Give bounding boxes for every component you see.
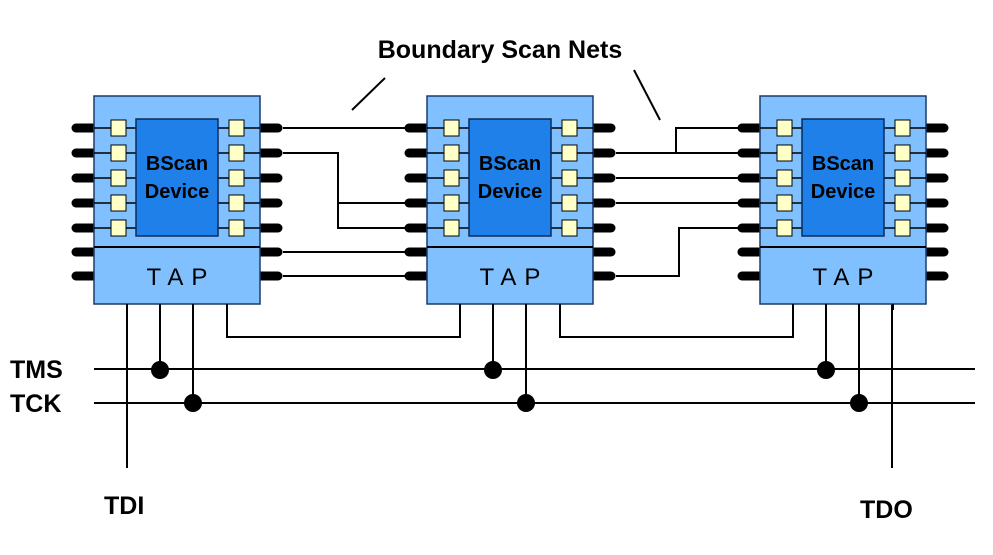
boundary-cell-left [776,194,793,212]
device-core [801,118,885,237]
boundary-cell-left [776,119,793,137]
boundary-cell-right [561,169,578,187]
boundary-cell-left [443,144,460,162]
core-label-line2: Device [478,181,543,203]
boundary-cell-right [561,144,578,162]
net-1-2-pin2-to-pin5 [283,152,405,229]
tms-junction-dot [484,361,502,379]
core-label-line1: BScan [812,153,874,175]
net-2-3-branch-pin1 [675,127,738,153]
callout-line-right [633,69,661,121]
boundary-cell-right [561,119,578,137]
boundary-cell-right [894,169,911,187]
boundary-cell-left [110,169,127,187]
boundary-cell-right [561,219,578,237]
boundary-cell-right [561,194,578,212]
boundary-cell-left [776,144,793,162]
boundary-cell-left [110,219,127,237]
boundary-cell-right [228,194,245,212]
tap-label: TAP [147,264,216,291]
callout-line-left [351,77,386,111]
core-label-line1: BScan [479,153,541,175]
tms-label: TMS [10,356,63,384]
boundary-cell-right [894,144,911,162]
tck-label: TCK [10,390,61,418]
tck-junction-dot [184,394,202,412]
boundary-cell-left [443,194,460,212]
jtag-bus [94,304,975,468]
tck-junction-dot [850,394,868,412]
tdo-chain-2-3 [559,304,794,338]
core-label-line2: Device [145,181,210,203]
boundary-cell-left [443,169,460,187]
tap-label: TAP [480,264,549,291]
boundary-cell-left [443,219,460,237]
boundary-cell-left [110,194,127,212]
boundary-cell-left [110,119,127,137]
tms-junction-dot [817,361,835,379]
tdo-chain-1-2 [226,304,461,338]
boundary-scan-nets [283,127,738,277]
device-core [468,118,552,237]
tdo-label: TDO [860,496,913,524]
boundary-cell-right [894,219,911,237]
diagram-title: Boundary Scan Nets [378,36,623,64]
net-2-3-pin7-to-pin5 [616,227,738,277]
boundary-cell-left [776,219,793,237]
boundary-cell-left [776,169,793,187]
boundary-cell-right [228,169,245,187]
tms-junction-dot [151,361,169,379]
devices-layer: BScanDeviceTAPBScanDeviceTAPBScanDeviceT… [71,95,949,412]
core-label-line2: Device [811,181,876,203]
core-label-line1: BScan [146,153,208,175]
boundary-cell-left [443,119,460,137]
boundary-cell-right [894,119,911,137]
tck-junction-dot [517,394,535,412]
boundary-cell-left [110,144,127,162]
boundary-cell-right [228,119,245,137]
device-core [135,118,219,237]
boundary-cell-right [228,219,245,237]
boundary-cell-right [894,194,911,212]
tdi-label: TDI [104,492,144,520]
tap-label: TAP [813,264,882,291]
boundary-cell-right [228,144,245,162]
